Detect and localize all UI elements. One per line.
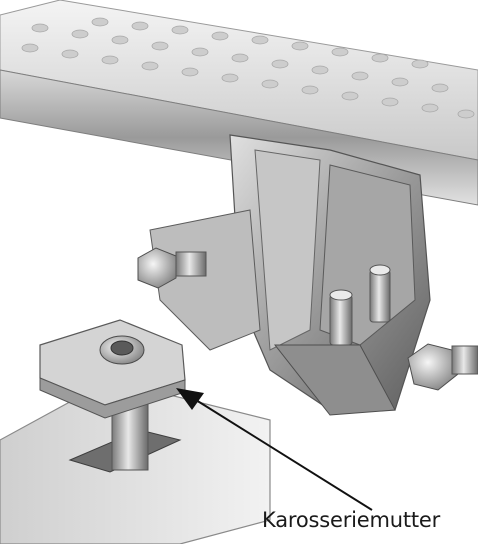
callout-arrow <box>176 388 373 511</box>
bolt-right <box>407 343 478 391</box>
bolt-left <box>137 247 207 289</box>
callout-label: Karosseriemutter <box>262 508 441 532</box>
body-nut <box>39 319 186 471</box>
bracket-bolts <box>137 247 478 391</box>
perforation-holes <box>21 17 475 119</box>
studs-center <box>329 264 391 346</box>
